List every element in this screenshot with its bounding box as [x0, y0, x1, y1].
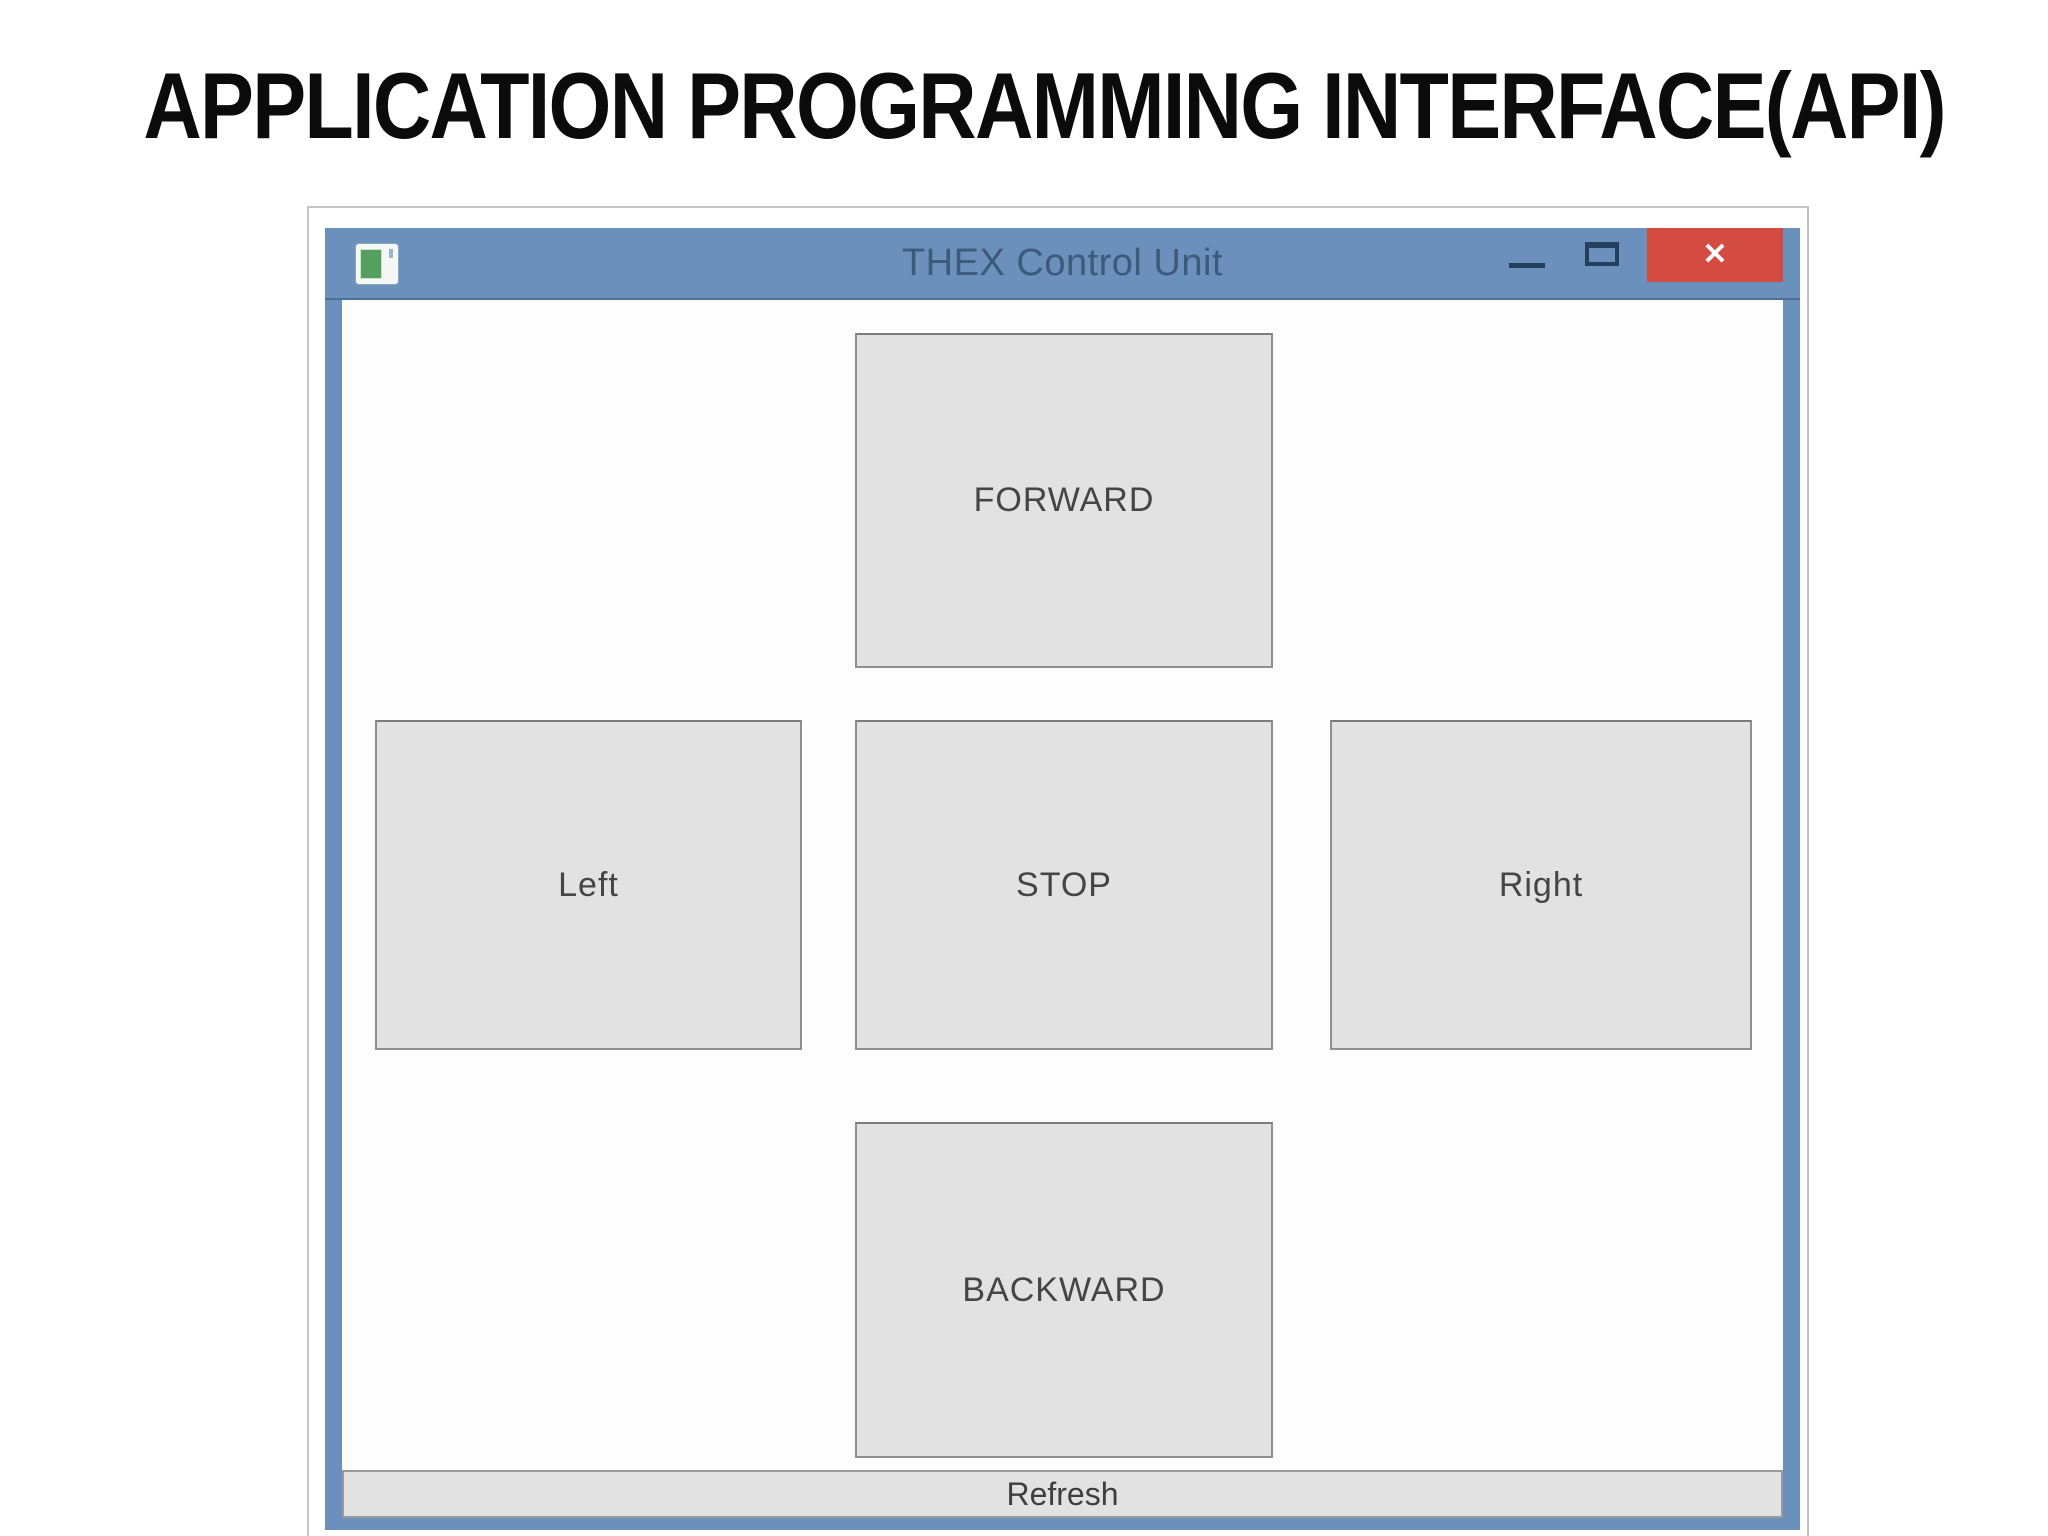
forward-button[interactable]: FORWARD	[855, 333, 1273, 668]
refresh-button[interactable]: Refresh	[342, 1470, 1783, 1518]
close-button[interactable]: ✕	[1647, 228, 1783, 282]
stop-button[interactable]: STOP	[855, 720, 1273, 1050]
slide-title: APPLICATION PROGRAMMING INTERFACE(API)	[143, 53, 1946, 158]
minimize-button[interactable]	[1505, 246, 1551, 282]
app-window-icon[interactable]	[355, 243, 399, 285]
app-icon-slot	[389, 249, 393, 258]
app-icon-green-pane	[360, 249, 382, 279]
title-bar[interactable]: THEX Control Unit ✕	[325, 228, 1800, 300]
maximize-button[interactable]	[1583, 240, 1625, 272]
window-content: FORWARD Left STOP Right BACKWARD Refresh	[342, 300, 1783, 1518]
minimize-icon	[1509, 263, 1545, 268]
window-title: THEX Control Unit	[901, 242, 1224, 284]
maximize-icon	[1585, 242, 1619, 266]
left-button[interactable]: Left	[375, 720, 802, 1050]
right-button[interactable]: Right	[1330, 720, 1752, 1050]
close-icon: ✕	[1702, 238, 1728, 271]
backward-button[interactable]: BACKWARD	[855, 1122, 1273, 1458]
app-window: THEX Control Unit ✕ FORWARD Left STOP Ri…	[325, 228, 1800, 1530]
